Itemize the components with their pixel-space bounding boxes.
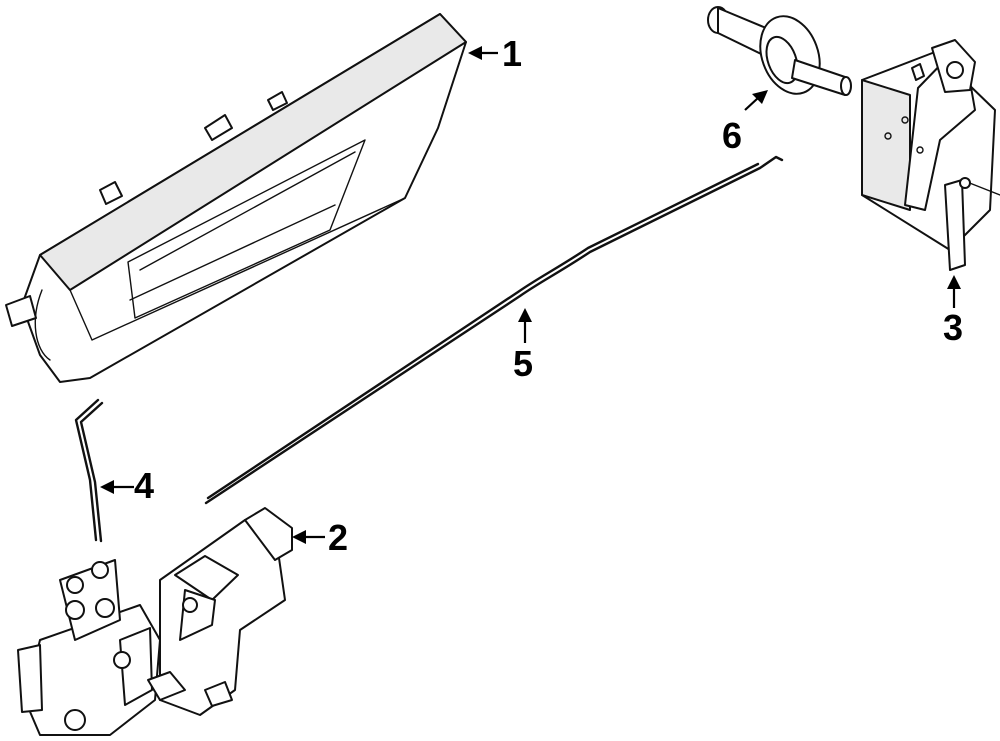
callout-6: 6 [722, 90, 768, 156]
part-5-rod [204, 155, 784, 505]
part-1-door-handle [5, 13, 467, 383]
callout-4: 4 [100, 465, 154, 506]
part-2-latch-assembly [17, 507, 293, 736]
callout-label-1: 1 [502, 33, 522, 74]
callout-3: 3 [943, 275, 963, 348]
callout-label-4: 4 [134, 465, 154, 506]
callout-1: 1 [468, 33, 522, 74]
callout-5: 5 [513, 308, 533, 384]
callout-2: 2 [292, 517, 348, 558]
callout-label-6: 6 [722, 115, 742, 156]
callout-label-3: 3 [943, 307, 963, 348]
callout-label-5: 5 [513, 343, 533, 384]
callout-label-2: 2 [328, 517, 348, 558]
part-6-grommet [707, 6, 852, 96]
part-4-clip-rod [74, 398, 104, 543]
part-3-bracket [861, 39, 1000, 271]
